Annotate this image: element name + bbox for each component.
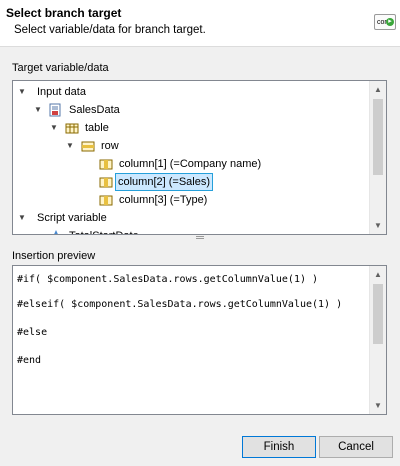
target-section-label: Target variable/data	[12, 62, 109, 74]
tree-node-label-selected: column[2] (=Sales)	[115, 173, 214, 191]
tree-node-label: row	[101, 140, 119, 152]
column-icon	[99, 175, 113, 189]
expand-down-icon[interactable]: ▼	[18, 87, 26, 96]
scrollbar-thumb[interactable]	[373, 99, 383, 175]
finish-button[interactable]: Finish	[242, 436, 316, 458]
tree-node-script-variable[interactable]: ▼ Script variable	[13, 209, 368, 227]
scroll-down-icon[interactable]: ▼	[374, 221, 382, 230]
scroll-up-icon[interactable]: ▲	[374, 85, 382, 94]
tree-node-salesdata[interactable]: ▼ SalesData	[13, 101, 368, 119]
cond-icon-text: cond	[377, 19, 393, 26]
variable-icon	[49, 229, 63, 234]
dialog-subtitle: Select variable/data for branch target.	[14, 24, 206, 36]
expand-down-icon[interactable]: ▼	[34, 105, 42, 114]
tree-node-table[interactable]: ▼ table	[13, 119, 368, 137]
tree-scrollbar[interactable]: ▲ ▼	[369, 81, 386, 234]
table-icon	[65, 121, 79, 135]
scrollbar-thumb[interactable]	[373, 284, 383, 344]
data-source-icon	[49, 103, 63, 117]
insertion-preview[interactable]: #if( $component.SalesData.rows.getColumn…	[12, 265, 387, 415]
expand-down-icon[interactable]: ▼	[50, 123, 58, 132]
tree-node-label: Script variable	[37, 212, 107, 224]
expand-down-icon[interactable]: ▼	[18, 213, 26, 222]
tree-node-column-3[interactable]: column[3] (=Type)	[13, 191, 368, 209]
preview-scrollbar[interactable]: ▲ ▼	[369, 266, 386, 414]
column-icon	[99, 193, 113, 207]
target-tree[interactable]: ▼ Input data ▼ SalesData ▼ table ▼ row c…	[12, 80, 387, 235]
tree-node-label: table	[85, 122, 109, 134]
row-icon	[81, 139, 95, 153]
scroll-down-icon[interactable]: ▼	[374, 401, 382, 410]
tree-node-label: column[1] (=Company name)	[119, 158, 262, 170]
code-line: #else	[17, 327, 48, 338]
code-line: #elseif( $component.SalesData.rows.getCo…	[17, 299, 343, 310]
scroll-up-icon[interactable]: ▲	[374, 270, 382, 279]
column-icon	[99, 157, 113, 171]
tree-node-row[interactable]: ▼ row	[13, 137, 368, 155]
arrow-right-icon: ▸	[386, 18, 394, 26]
tree-node-label: column[3] (=Type)	[119, 194, 208, 206]
tree-node-column-1[interactable]: column[1] (=Company name)	[13, 155, 368, 173]
tree-node-input-data[interactable]: ▼ Input data	[13, 83, 368, 101]
expand-down-icon[interactable]: ▼	[66, 141, 74, 150]
tree-node-label: SalesData	[69, 104, 120, 116]
tree-node-totalstartdate[interactable]: TotalStartDate	[13, 227, 368, 234]
cancel-button[interactable]: Cancel	[319, 436, 393, 458]
tree-node-column-2[interactable]: column[2] (=Sales)	[13, 173, 368, 191]
code-line: #end	[17, 355, 42, 366]
dialog-title: Select branch target	[6, 6, 122, 20]
tree-node-label: TotalStartDate	[67, 227, 141, 234]
dialog-header: Select branch target Select variable/dat…	[0, 0, 400, 47]
preview-section-label: Insertion preview	[12, 250, 96, 262]
cond-icon: cond ▸	[374, 14, 396, 30]
splitter-handle[interactable]	[196, 236, 204, 239]
code-line: #if( $component.SalesData.rows.getColumn…	[17, 274, 319, 285]
tree-node-label: Input data	[37, 86, 86, 98]
